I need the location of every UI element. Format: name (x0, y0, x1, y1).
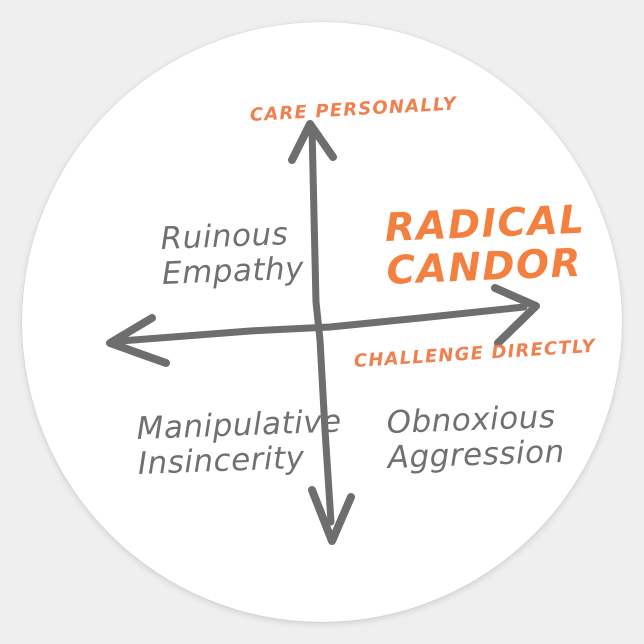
quadrant-label-manipulative-insincerity: Manipulative Insincerity (135, 403, 343, 482)
quadrant-label-obnoxious-aggression: Obnoxious Aggression (385, 399, 566, 476)
vertical-axis-up-arrowhead (288, 120, 337, 164)
vertical-axis-down-arrowhead (308, 486, 355, 545)
axis-label-care-personally: CARE PERSONALLY (249, 93, 458, 126)
horizontal-axis-right-arrowhead (491, 284, 540, 347)
horizontal-axis-left-arrowhead (106, 314, 170, 367)
quadrant-label-radical-candor: RADICAL CANDOR (383, 197, 587, 294)
horizontal-axis-line (116, 303, 528, 345)
round-sticker: CARE PERSONALLY CHALLENGE DIRECTLY Ruino… (22, 22, 622, 622)
axis-label-challenge-directly: CHALLENGE DIRECTLY (353, 335, 597, 372)
radical-candor-quadrant-diagram: CARE PERSONALLY CHALLENGE DIRECTLY Ruino… (22, 22, 622, 622)
quadrant-label-ruinous-empathy: Ruinous Empathy (159, 216, 305, 292)
